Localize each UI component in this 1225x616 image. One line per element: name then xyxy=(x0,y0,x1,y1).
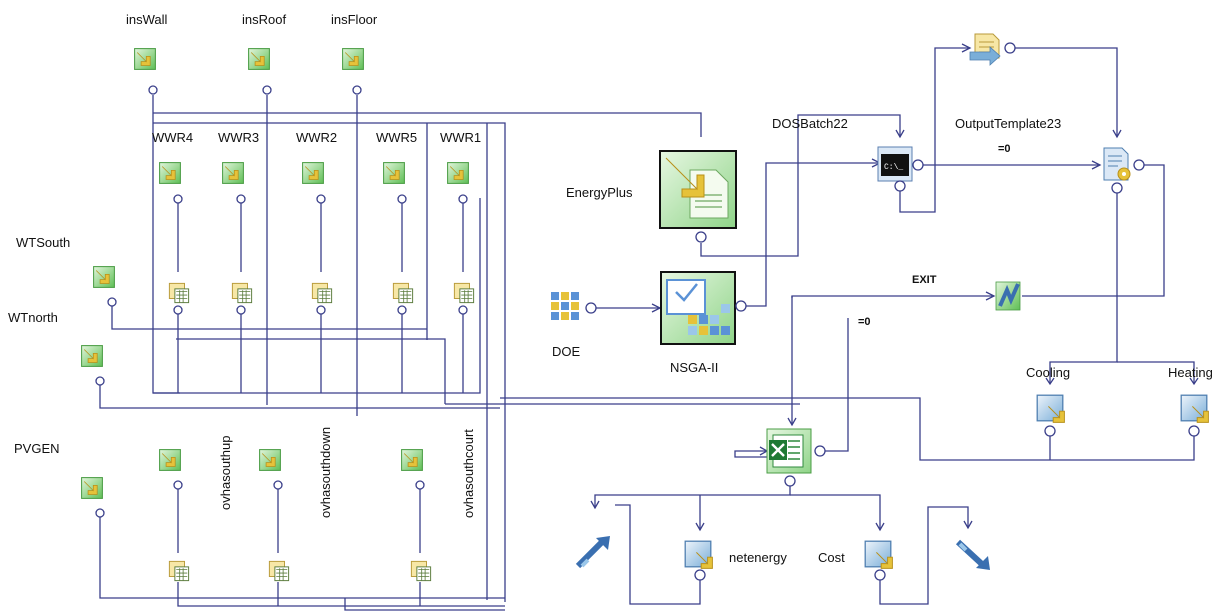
output-variable-icon xyxy=(684,540,714,570)
node-exit[interactable]: EXIT xyxy=(912,274,1021,311)
exit-check-icon xyxy=(998,283,1020,307)
function-icon xyxy=(268,560,290,582)
input-pvgen[interactable]: PVGEN xyxy=(14,441,105,518)
energyplus-icon xyxy=(665,157,729,219)
objective-up-icon xyxy=(575,537,607,569)
connection-wires xyxy=(99,43,1199,611)
svg-text:WWR5: WWR5 xyxy=(376,130,417,145)
svg-text:NSGA-II: NSGA-II xyxy=(670,360,718,375)
function-icon xyxy=(168,560,190,582)
svg-text:Cooling: Cooling xyxy=(1026,365,1070,380)
output-heating[interactable]: Heating xyxy=(1168,365,1213,437)
svg-text:ovhasouthdown: ovhasouthdown xyxy=(318,427,333,518)
input-variable-icon xyxy=(222,162,244,184)
svg-text:PVGEN: PVGEN xyxy=(14,441,60,456)
output-variable-icon xyxy=(864,540,894,570)
input-variable-icon xyxy=(81,345,103,367)
node-energyplus[interactable]: EnergyPlus xyxy=(566,150,737,243)
svg-text:insRoof: insRoof xyxy=(242,12,286,27)
node-dosbatch22[interactable]: DOSBatch22 C:\_ xyxy=(772,116,924,192)
svg-text:WWR1: WWR1 xyxy=(440,130,481,145)
svg-text:WWR3: WWR3 xyxy=(218,130,259,145)
svg-text:WTSouth: WTSouth xyxy=(16,235,70,250)
output-cooling[interactable]: Cooling xyxy=(1026,365,1070,437)
input-variable-icon xyxy=(134,48,156,70)
input-wwr5[interactable]: WWR5 xyxy=(376,130,417,315)
svg-text:netenergy: netenergy xyxy=(729,550,787,565)
function-icon xyxy=(410,560,432,582)
scheduler-icon xyxy=(666,279,730,335)
input-inswall[interactable]: insWall xyxy=(126,12,168,95)
output-variable-icon xyxy=(1036,394,1066,424)
input-ovhasouthcourt[interactable]: ovhasouthcourt xyxy=(401,429,476,582)
input-wwr2[interactable]: WWR2 xyxy=(296,130,337,315)
input-insfloor[interactable]: insFloor xyxy=(331,12,378,95)
input-wwr1[interactable]: WWR1 xyxy=(440,130,481,315)
input-variable-icon xyxy=(248,48,270,70)
template-gear-icon xyxy=(1103,147,1131,181)
input-wtsouth[interactable]: WTSouth xyxy=(16,235,117,307)
svg-text:insWall: insWall xyxy=(126,12,168,27)
svg-text:Heating: Heating xyxy=(1168,365,1213,380)
node-doe[interactable]: DOE xyxy=(551,292,597,359)
svg-text:ovhasouthcourt: ovhasouthcourt xyxy=(461,429,476,518)
function-icon xyxy=(311,282,333,304)
function-icon xyxy=(392,282,414,304)
function-icon xyxy=(453,282,475,304)
doe-grid-icon xyxy=(551,292,579,320)
input-variable-icon xyxy=(302,162,324,184)
svg-text:DOE: DOE xyxy=(552,344,581,359)
objective-minimize[interactable] xyxy=(955,539,990,570)
svg-text:DOSBatch22: DOSBatch22 xyxy=(772,116,848,131)
excel-icon xyxy=(769,434,804,468)
input-ovhasouthup[interactable]: ovhasouthup xyxy=(159,436,233,582)
condition-label: =0 xyxy=(858,316,871,328)
svg-text:EXIT: EXIT xyxy=(912,274,937,286)
svg-text:C:\_: C:\_ xyxy=(884,163,903,172)
terminal-icon xyxy=(881,154,909,176)
node-outputtemplate23[interactable]: OutputTemplate23 xyxy=(955,116,1145,194)
condition-label: =0 xyxy=(998,143,1011,155)
output-netenergy[interactable]: netenergy xyxy=(684,540,787,581)
input-variable-icon xyxy=(93,266,115,288)
input-wwr4[interactable]: WWR4 xyxy=(152,130,193,315)
function-icon xyxy=(231,282,253,304)
input-variable-icon xyxy=(383,162,405,184)
input-variable-icon xyxy=(159,162,181,184)
svg-text:insFloor: insFloor xyxy=(331,12,378,27)
document-arrow-icon xyxy=(969,33,1001,66)
input-variable-icon xyxy=(447,162,469,184)
svg-text:WWR2: WWR2 xyxy=(296,130,337,145)
svg-text:WWR4: WWR4 xyxy=(152,130,193,145)
objective-maximize[interactable] xyxy=(575,536,610,569)
input-wtnorth[interactable]: WTnorth xyxy=(8,310,105,386)
input-variable-icon xyxy=(81,477,103,499)
svg-text:OutputTemplate23: OutputTemplate23 xyxy=(955,116,1061,131)
input-variable-icon xyxy=(159,449,181,471)
function-icon xyxy=(168,282,190,304)
svg-text:EnergyPlus: EnergyPlus xyxy=(566,185,633,200)
svg-text:ovhasouthup: ovhasouthup xyxy=(218,436,233,510)
input-ovhasouthdown[interactable]: ovhasouthdown xyxy=(259,427,333,582)
node-file-output[interactable] xyxy=(969,33,1016,66)
input-variable-icon xyxy=(401,449,423,471)
output-cost[interactable]: Cost xyxy=(818,540,894,581)
node-nsga-ii[interactable]: NSGA-II xyxy=(660,271,747,375)
input-variable-icon xyxy=(342,48,364,70)
input-wwr3[interactable]: WWR3 xyxy=(218,130,259,315)
input-variable-icon xyxy=(259,449,281,471)
svg-text:WTnorth: WTnorth xyxy=(8,310,58,325)
output-variable-icon xyxy=(1180,394,1210,424)
svg-text:Cost: Cost xyxy=(818,550,845,565)
input-insroof[interactable]: insRoof xyxy=(242,12,286,95)
node-excel[interactable] xyxy=(766,428,826,487)
